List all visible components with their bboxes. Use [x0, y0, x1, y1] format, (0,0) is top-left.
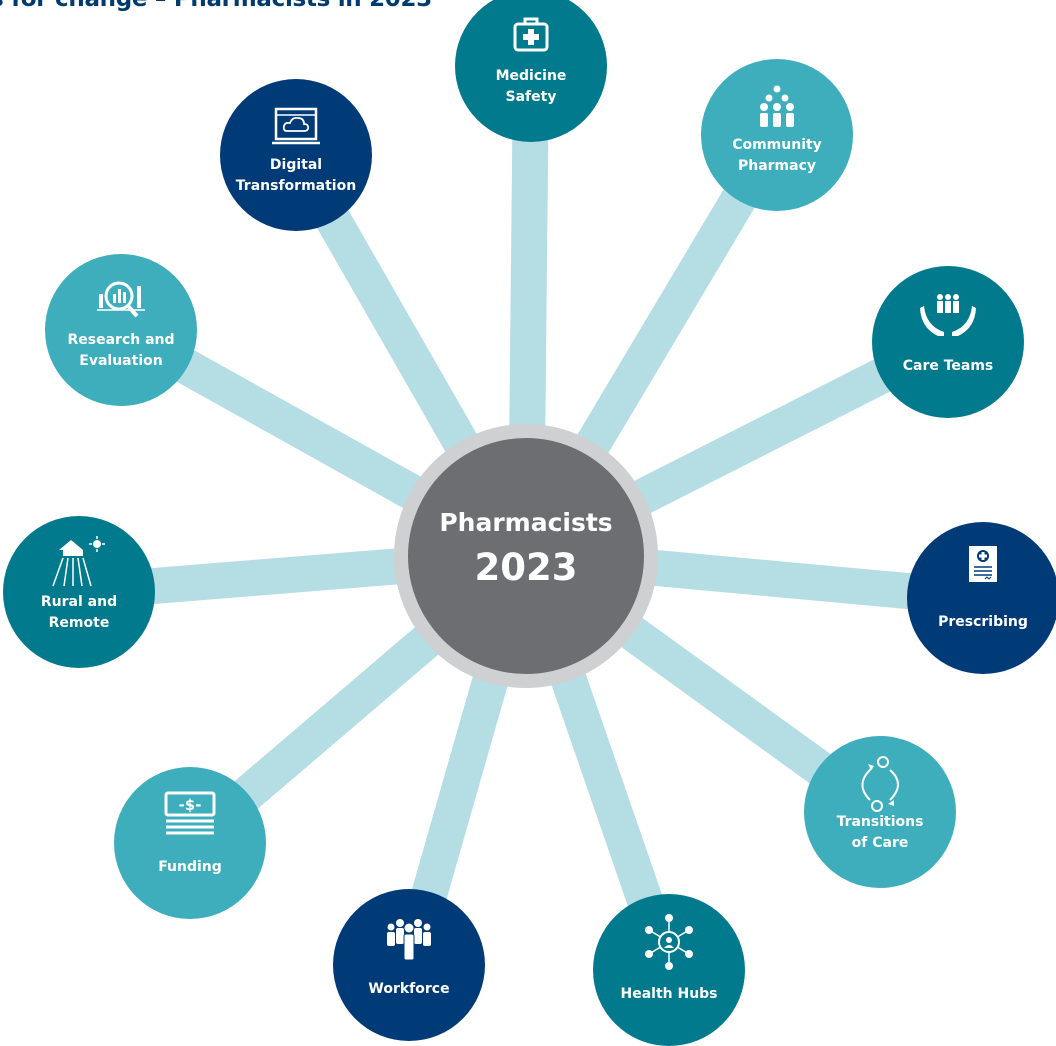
prescription-icon — [969, 546, 997, 582]
node-label-transitions-of-care-line-1: Transitions — [837, 814, 924, 830]
center-year: 2023 — [475, 546, 578, 589]
node-label-funding: Funding — [158, 859, 222, 875]
node-funding: -$- Funding — [114, 767, 266, 919]
network-hub-icon — [645, 914, 693, 970]
node-circle-care-teams — [872, 266, 1024, 418]
svg-text:-$-: -$- — [179, 796, 202, 814]
people-group-icon — [760, 85, 794, 127]
node-circle-rural-and-remote — [3, 516, 155, 668]
node-label-research-and-evaluation-line-1: Research and — [67, 332, 174, 348]
center-hub: Pharmacists 2023 — [394, 424, 658, 688]
node-circle-funding — [114, 767, 266, 919]
node-workforce: Workforce — [333, 889, 485, 1041]
first-aid-kit-icon — [513, 17, 549, 52]
money-stack-icon: -$- — [164, 791, 216, 835]
node-label-research-and-evaluation-line-2: Evaluation — [79, 353, 162, 369]
cloud-laptop-icon — [272, 107, 320, 145]
node-label-rural-and-remote-line-1: Rural and — [41, 594, 117, 610]
center-circle — [408, 438, 644, 674]
node-label-community-pharmacy-line-1: Community — [732, 137, 822, 153]
node-circle-medicine-safety — [455, 0, 607, 142]
node-label-rural-and-remote-line-2: Remote — [49, 615, 110, 631]
node-health-hubs: Health Hubs — [593, 894, 745, 1046]
node-label-care-teams: Care Teams — [903, 358, 994, 374]
cycle-arrows-icon — [861, 756, 899, 812]
node-circle-digital-transformation — [220, 79, 372, 231]
node-circle-research-and-evaluation — [45, 254, 197, 406]
node-label-medicine-safety-line-2: Safety — [506, 89, 557, 105]
node-label-digital-transformation-line-1: Digital — [270, 157, 322, 173]
node-care-teams: Care Teams — [872, 266, 1024, 418]
page-title: s for change – Pharmacists in 2023 — [0, 0, 432, 12]
node-transitions-of-care: Transitions of Care — [804, 736, 956, 888]
node-label-community-pharmacy-line-2: Pharmacy — [738, 158, 816, 174]
node-circle-community-pharmacy — [701, 59, 853, 211]
crowd-icon — [387, 919, 431, 961]
node-prescribing: Prescribing — [907, 522, 1056, 674]
node-label-medicine-safety-line-1: Medicine — [496, 68, 567, 84]
node-label-transitions-of-care-line-2: of Care — [852, 835, 909, 851]
center-title: Pharmacists — [439, 508, 612, 537]
node-label-health-hubs: Health Hubs — [620, 986, 717, 1002]
node-circle-prescribing — [907, 522, 1056, 674]
magnifier-chart-icon — [97, 281, 145, 318]
node-label-digital-transformation-line-2: Transformation — [236, 178, 356, 194]
node-label-workforce: Workforce — [368, 981, 449, 997]
node-circle-transitions-of-care — [804, 736, 956, 888]
node-label-prescribing: Prescribing — [938, 614, 1028, 630]
node-circle-workforce — [333, 889, 485, 1041]
rural-road-icon — [52, 536, 105, 587]
hands-family-icon — [920, 294, 976, 336]
